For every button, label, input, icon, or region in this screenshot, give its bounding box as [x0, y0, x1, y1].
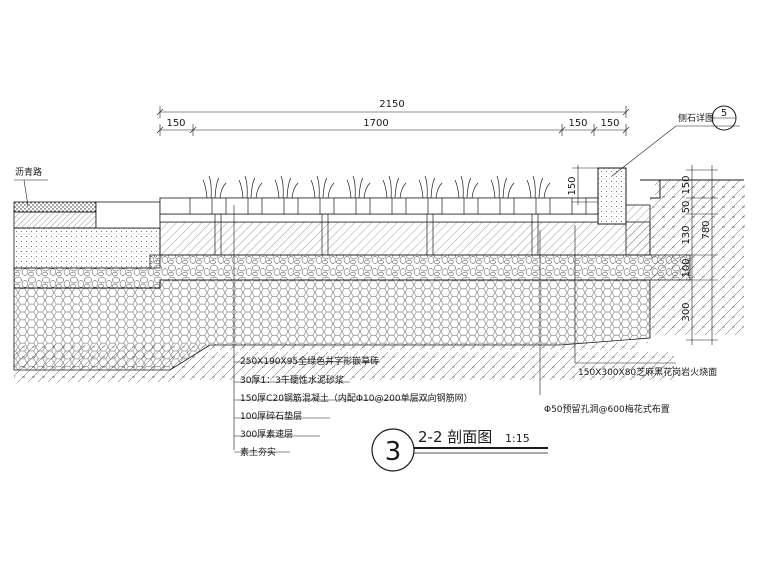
dim-curb-height: 150 — [567, 176, 578, 195]
dim-seg-2: 1700 — [363, 118, 388, 129]
grass-tuft — [382, 175, 407, 199]
label-asphalt-road: 沥青路 — [15, 166, 42, 178]
paver-block — [189, 197, 213, 215]
paver-block — [513, 197, 537, 215]
dim-seg-3: 150 — [568, 118, 587, 129]
paver-block — [225, 197, 249, 215]
dim-right-3: 130 — [681, 225, 692, 244]
curb-stone — [597, 167, 661, 256]
section-title-block — [371, 428, 548, 472]
layer-label-2: 30厚1：3干硬性水泥砂浆 — [240, 374, 344, 386]
layer-label-6: 素土夯实 — [240, 446, 276, 458]
layer-label-1: 250X190X95全绿色井字形嵌草砖 — [240, 355, 379, 367]
dim-seg-1: 150 — [166, 118, 185, 129]
grass-tuft — [418, 175, 443, 199]
grass-tuft — [526, 175, 551, 199]
paver-block — [369, 197, 393, 215]
paver-block — [549, 197, 573, 215]
dimension-top — [156, 106, 630, 136]
grass-tuft — [310, 175, 335, 199]
paver-block — [333, 197, 357, 215]
label-drain-holes: Φ50预留孔洞@600梅花式布置 — [544, 403, 670, 415]
dim-slash — [189, 126, 197, 134]
grass-tuft — [454, 175, 479, 199]
dim-slash — [622, 126, 630, 134]
paver-block — [405, 197, 429, 215]
section-scale: 1:15 — [505, 432, 530, 445]
grass-tuft — [238, 175, 263, 199]
grass-tuft — [346, 175, 371, 199]
paver-block — [441, 197, 465, 215]
dim-right-6: 300 — [681, 302, 692, 321]
layer-grass-pavers — [159, 175, 609, 223]
layer-concrete — [95, 201, 651, 256]
grass-tuft — [202, 175, 227, 199]
dim-right-1: 150 — [681, 175, 692, 194]
asphalt-road-section — [13, 201, 161, 269]
section-number: 3 — [385, 437, 402, 467]
dim-slash — [590, 126, 598, 134]
dimension-right — [686, 165, 718, 345]
dim-seg-4: 150 — [600, 118, 619, 129]
grass-tuft — [490, 175, 515, 199]
grass-tuft — [274, 175, 299, 199]
dim-slash — [558, 126, 566, 134]
label-curb-detail: 侧石详图 — [678, 112, 714, 124]
layer-callouts — [233, 205, 430, 453]
dim-total: 2150 — [379, 99, 404, 110]
detail-ref-number: 5 — [721, 108, 727, 119]
section-number-circle — [371, 428, 415, 472]
dim-slash — [156, 126, 164, 134]
dim-right-2: 50 — [681, 201, 692, 214]
dim-right-4: 780 — [701, 220, 712, 239]
paver-block — [297, 197, 321, 215]
dimension-curb — [572, 165, 598, 205]
dim-right-5: 100 — [681, 258, 692, 277]
layer-label-3: 150厚C20钢筋混凝土（内配Φ10@200单层双向钢筋网） — [240, 392, 473, 404]
paver-block — [477, 197, 501, 215]
layer-label-5: 300厚素速层 — [240, 428, 293, 440]
drain-holes — [214, 214, 539, 255]
paver-block — [261, 197, 285, 215]
section-title: 2-2 剖面图 — [418, 428, 492, 446]
label-curb-stone: 150X300X80芝麻黑花岗岩火烧面 — [578, 366, 717, 378]
layer-label-4: 100厚碎石垫层 — [240, 410, 302, 422]
